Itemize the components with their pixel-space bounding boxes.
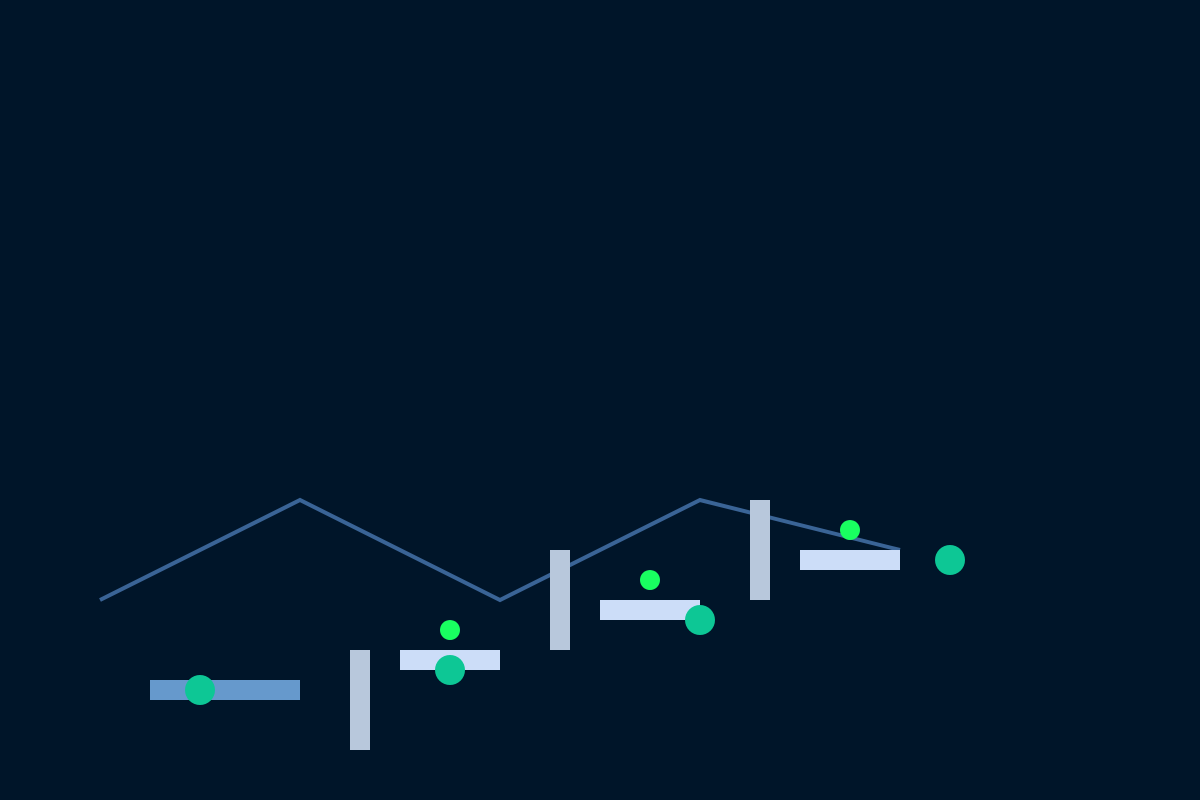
- platform-2: [600, 600, 700, 620]
- orb-4: [935, 545, 965, 575]
- pillar-1: [350, 650, 370, 750]
- pillar-3: [750, 500, 770, 600]
- orb-1: [185, 675, 215, 705]
- orb-2: [435, 655, 465, 685]
- platform-3: [800, 550, 900, 570]
- coin-2: [640, 570, 660, 590]
- orb-3: [685, 605, 715, 635]
- platform-wide: [150, 680, 300, 700]
- pillar-2: [550, 550, 570, 650]
- coin-3: [840, 520, 860, 540]
- coin-1: [440, 620, 460, 640]
